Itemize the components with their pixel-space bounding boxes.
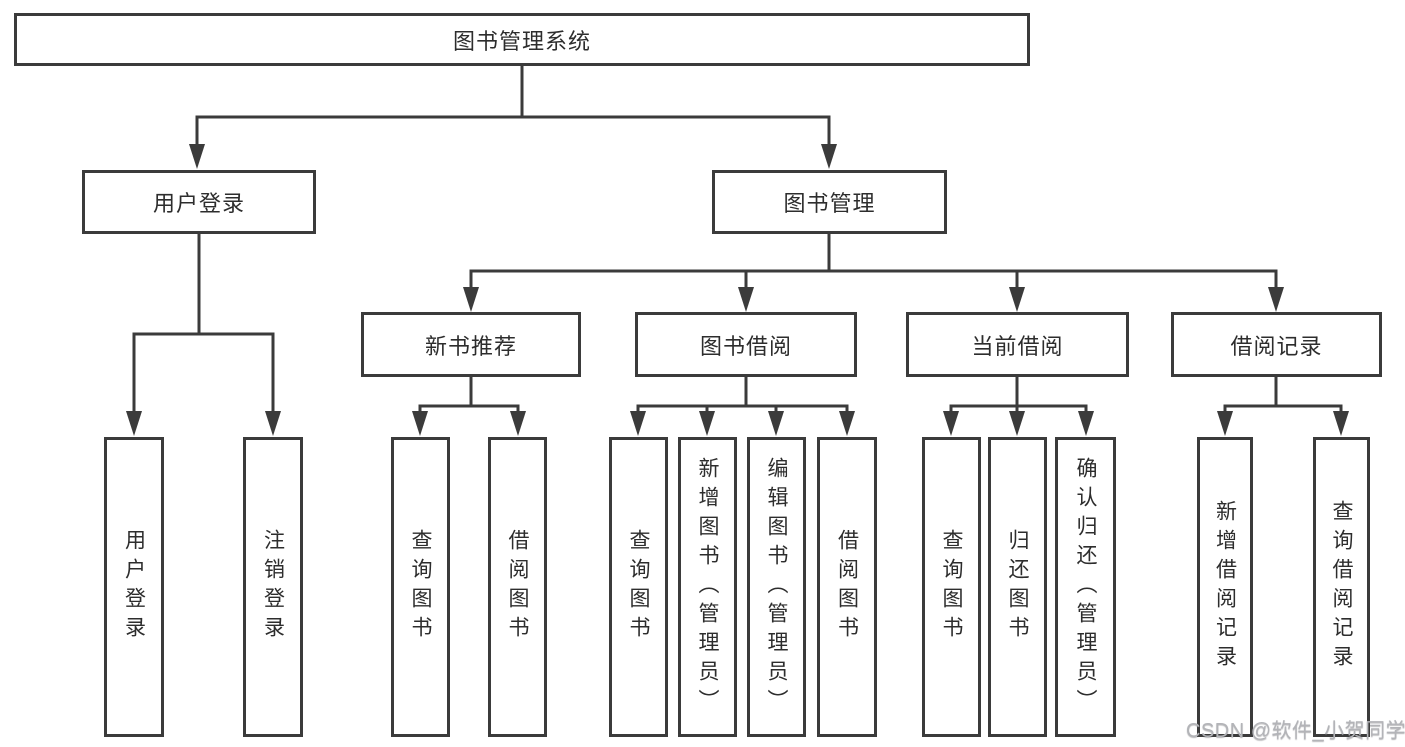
connector-book-management-to-level3 xyxy=(463,234,1284,312)
connector-root-to-level2 xyxy=(189,66,837,169)
leaf-add-books-admin: 新增图书（管理员） xyxy=(678,437,737,737)
leaf-query-books-borrowing: 查询图书 xyxy=(609,437,668,737)
connector-borrowing-records-to-children xyxy=(1217,377,1349,436)
leaf-confirm-return-admin: 确认归还（管理员） xyxy=(1055,437,1116,737)
connector-user-login-to-children xyxy=(126,234,281,436)
leaf-logout: 注销登录 xyxy=(243,437,303,737)
node-book-borrowing: 图书借阅 xyxy=(635,312,857,377)
node-book-management: 图书管理 xyxy=(712,170,947,234)
leaf-borrow-books: 借阅图书 xyxy=(817,437,877,737)
leaf-return-books: 归还图书 xyxy=(988,437,1047,737)
node-borrowing-records: 借阅记录 xyxy=(1171,312,1382,377)
node-user-login: 用户登录 xyxy=(82,170,316,234)
connector-book-borrowing-to-children xyxy=(630,377,855,436)
leaf-borrow-books-recommend: 借阅图书 xyxy=(488,437,547,737)
node-root-library-system: 图书管理系统 xyxy=(14,13,1030,66)
leaf-add-borrow-record: 新增借阅记录 xyxy=(1197,437,1253,737)
connector-new-book-recommend-to-children xyxy=(412,377,526,436)
leaf-query-books-current: 查询图书 xyxy=(922,437,981,737)
node-new-book-recommend: 新书推荐 xyxy=(361,312,581,377)
leaf-query-borrow-record: 查询借阅记录 xyxy=(1313,437,1370,737)
node-current-borrowing: 当前借阅 xyxy=(906,312,1129,377)
leaf-query-books-recommend: 查询图书 xyxy=(391,437,450,737)
csdn-watermark: CSDN @软件_小贺同学 xyxy=(1186,720,1405,742)
leaf-edit-books-admin: 编辑图书（管理员） xyxy=(747,437,806,737)
connector-current-borrowing-to-children xyxy=(943,377,1094,436)
leaf-user-login: 用户登录 xyxy=(104,437,164,737)
